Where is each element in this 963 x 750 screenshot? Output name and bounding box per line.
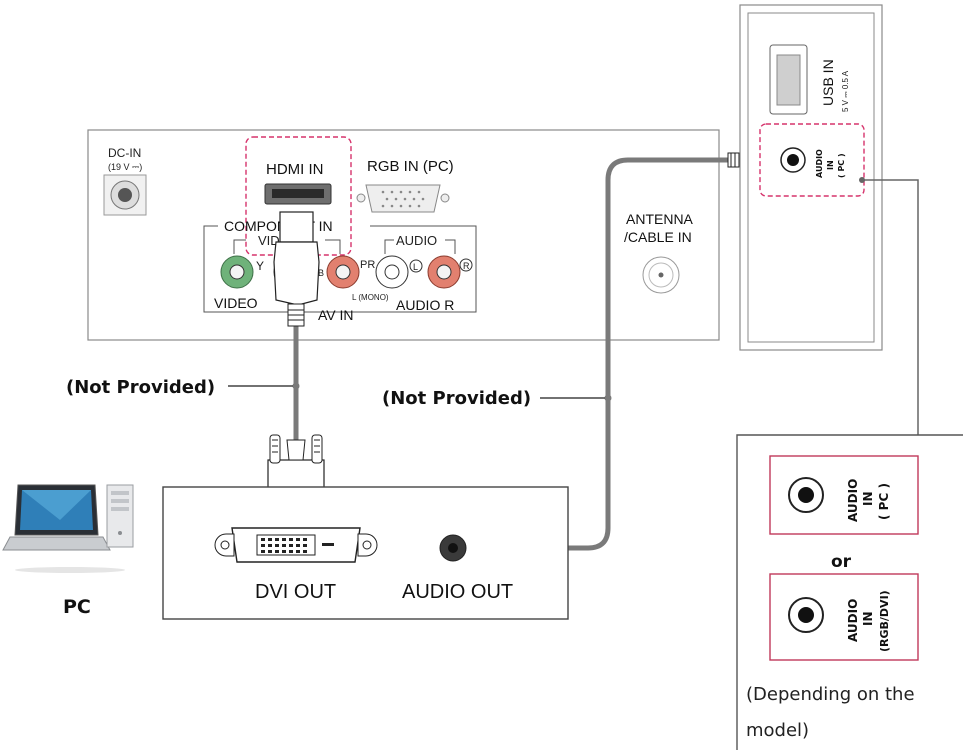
audio-cable-line (513, 157, 731, 551)
dvi-cable-boot (286, 439, 306, 461)
jack-audio-l-label: L (413, 262, 418, 272)
video-sub-bracket (233, 239, 341, 254)
jack-audio-r-center (436, 264, 452, 280)
jack-audio-r-label: R (463, 261, 470, 271)
av-audio-r-label: AUDIO R (396, 297, 454, 313)
jack-audio-l-center (384, 264, 400, 280)
cable-in-label: /CABLE IN (624, 229, 692, 245)
tower-icon (106, 484, 134, 548)
antenna-label: ANTENNA (626, 211, 694, 227)
inset-note-line-1: (Depending on the (746, 684, 915, 705)
tower-case (106, 484, 134, 548)
av-in-label: AV IN (318, 307, 354, 323)
side-panel-inner (747, 12, 875, 343)
pc-box: DVI OUT AUDIO OUT (162, 486, 569, 620)
hdmi-socket-slot (272, 189, 324, 198)
inset-or-label: or (831, 552, 852, 572)
usb-in-port: USB IN 5 V ⎓ 0.5 A (769, 44, 850, 115)
jack-pr-center (335, 264, 351, 280)
hdmi-plug-tip (279, 211, 314, 243)
inset-panel: AUDIO IN ( PC ) or AUDIO IN (RGB/DVI) (D… (736, 434, 963, 750)
pc-shadow (15, 567, 125, 573)
hdmi-highlight-box (245, 136, 352, 256)
rgb-in-label: RGB IN (PC) (367, 158, 454, 175)
laptop-base (2, 536, 111, 551)
audio-sub-bracket (384, 239, 456, 254)
side-audio-highlight-box (759, 123, 865, 197)
inset-jack-pc-hole (798, 487, 814, 503)
av-video-label: VIDEO (214, 295, 258, 311)
usb-rating: 5 V ⎓ 0.5 A (841, 70, 850, 112)
jack-audio-r-marker (459, 258, 473, 272)
dvi-out-label: DVI OUT (255, 581, 336, 603)
component-bracket (203, 225, 477, 313)
component-in-label: COMPONENT IN (224, 218, 333, 234)
inset-jack-rgb-label-2: IN (861, 611, 875, 626)
dvi-pins (261, 538, 307, 553)
dvi-thumbscrew-right (311, 434, 323, 464)
inset-leader-line (862, 179, 919, 435)
dc-in-rating: (19 V ⎓) (108, 162, 142, 172)
av-mono-label: L (MONO) (352, 293, 389, 302)
dc-in-port: DC-IN (19 V ⎓) (103, 146, 147, 216)
component-audio-label: AUDIO (396, 233, 437, 248)
dvi-out-port: DVI OUT (214, 527, 378, 603)
inset-jack-pc: AUDIO IN ( PC ) (769, 455, 919, 535)
audio-out-port: AUDIO OUT (402, 534, 513, 603)
jack-y-label: Y (256, 259, 264, 273)
rgb-screw-right (440, 193, 450, 203)
audio-out-label: AUDIO OUT (402, 581, 513, 603)
rgb-pins (381, 190, 425, 208)
inset-jack-pc-label-2: IN (861, 491, 875, 506)
side-audio-label-2: IN (826, 160, 835, 170)
dvi-thumbscrew-left (269, 434, 281, 464)
side-audio-in-port: AUDIO IN ( PC ) (759, 123, 865, 197)
inset-jack-pc-label-1: AUDIO (846, 479, 860, 522)
hdmi-not-provided-label: (Not Provided) (66, 377, 215, 398)
laptop-icon (2, 484, 111, 551)
side-audio-label-3: ( PC ) (837, 153, 846, 178)
inset-jack-rgb-label-3: (RGB/DVI) (878, 590, 891, 652)
dvi-ground-blade (322, 543, 334, 546)
inset-jack-pc-label-3: ( PC ) (877, 483, 891, 520)
inset-jack-rgb-hole (798, 607, 814, 623)
hdmi-in-label: HDMI IN (266, 161, 324, 178)
audio-cable-dot (604, 394, 612, 402)
jack-pr-label: PR (360, 259, 375, 271)
rgb-in-port: RGB IN (PC) (356, 158, 454, 213)
inset-jack-rgb: AUDIO IN (RGB/DVI) (769, 573, 919, 661)
jack-audio-l-marker (409, 259, 423, 273)
hdmi-cable-dot (292, 382, 300, 390)
rgb-socket (365, 184, 441, 213)
inset-outline (736, 434, 963, 750)
side-audio-jack-hole (787, 154, 799, 166)
audio-out-jack-hole (448, 543, 458, 553)
hdmi-plug-body (273, 241, 320, 306)
pc-label: PC (63, 596, 91, 618)
audio-not-provided-label: (Not Provided) (382, 388, 531, 409)
pc-icon: PC (2, 484, 134, 618)
side-audio-label-1: AUDIO (815, 149, 824, 178)
usb-socket-tongue (776, 54, 801, 106)
rgb-screw-left (356, 193, 366, 203)
inset-leader-dot (859, 177, 865, 183)
tv-side-panel: USB IN 5 V ⎓ 0.5 A AUDIO IN ( PC ) (739, 4, 919, 435)
antenna-port: ANTENNA /CABLE IN (624, 211, 694, 294)
usb-in-label: USB IN (820, 59, 836, 106)
inset-jack-rgb-label-1: AUDIO (846, 599, 860, 642)
jack-y-center (229, 264, 245, 280)
dc-in-label: DC-IN (108, 146, 141, 160)
inset-note-line-2: model) (746, 720, 809, 741)
dc-in-pin (118, 188, 132, 202)
hdmi-in-port: HDMI IN (245, 136, 352, 256)
antenna-pin (658, 272, 664, 278)
